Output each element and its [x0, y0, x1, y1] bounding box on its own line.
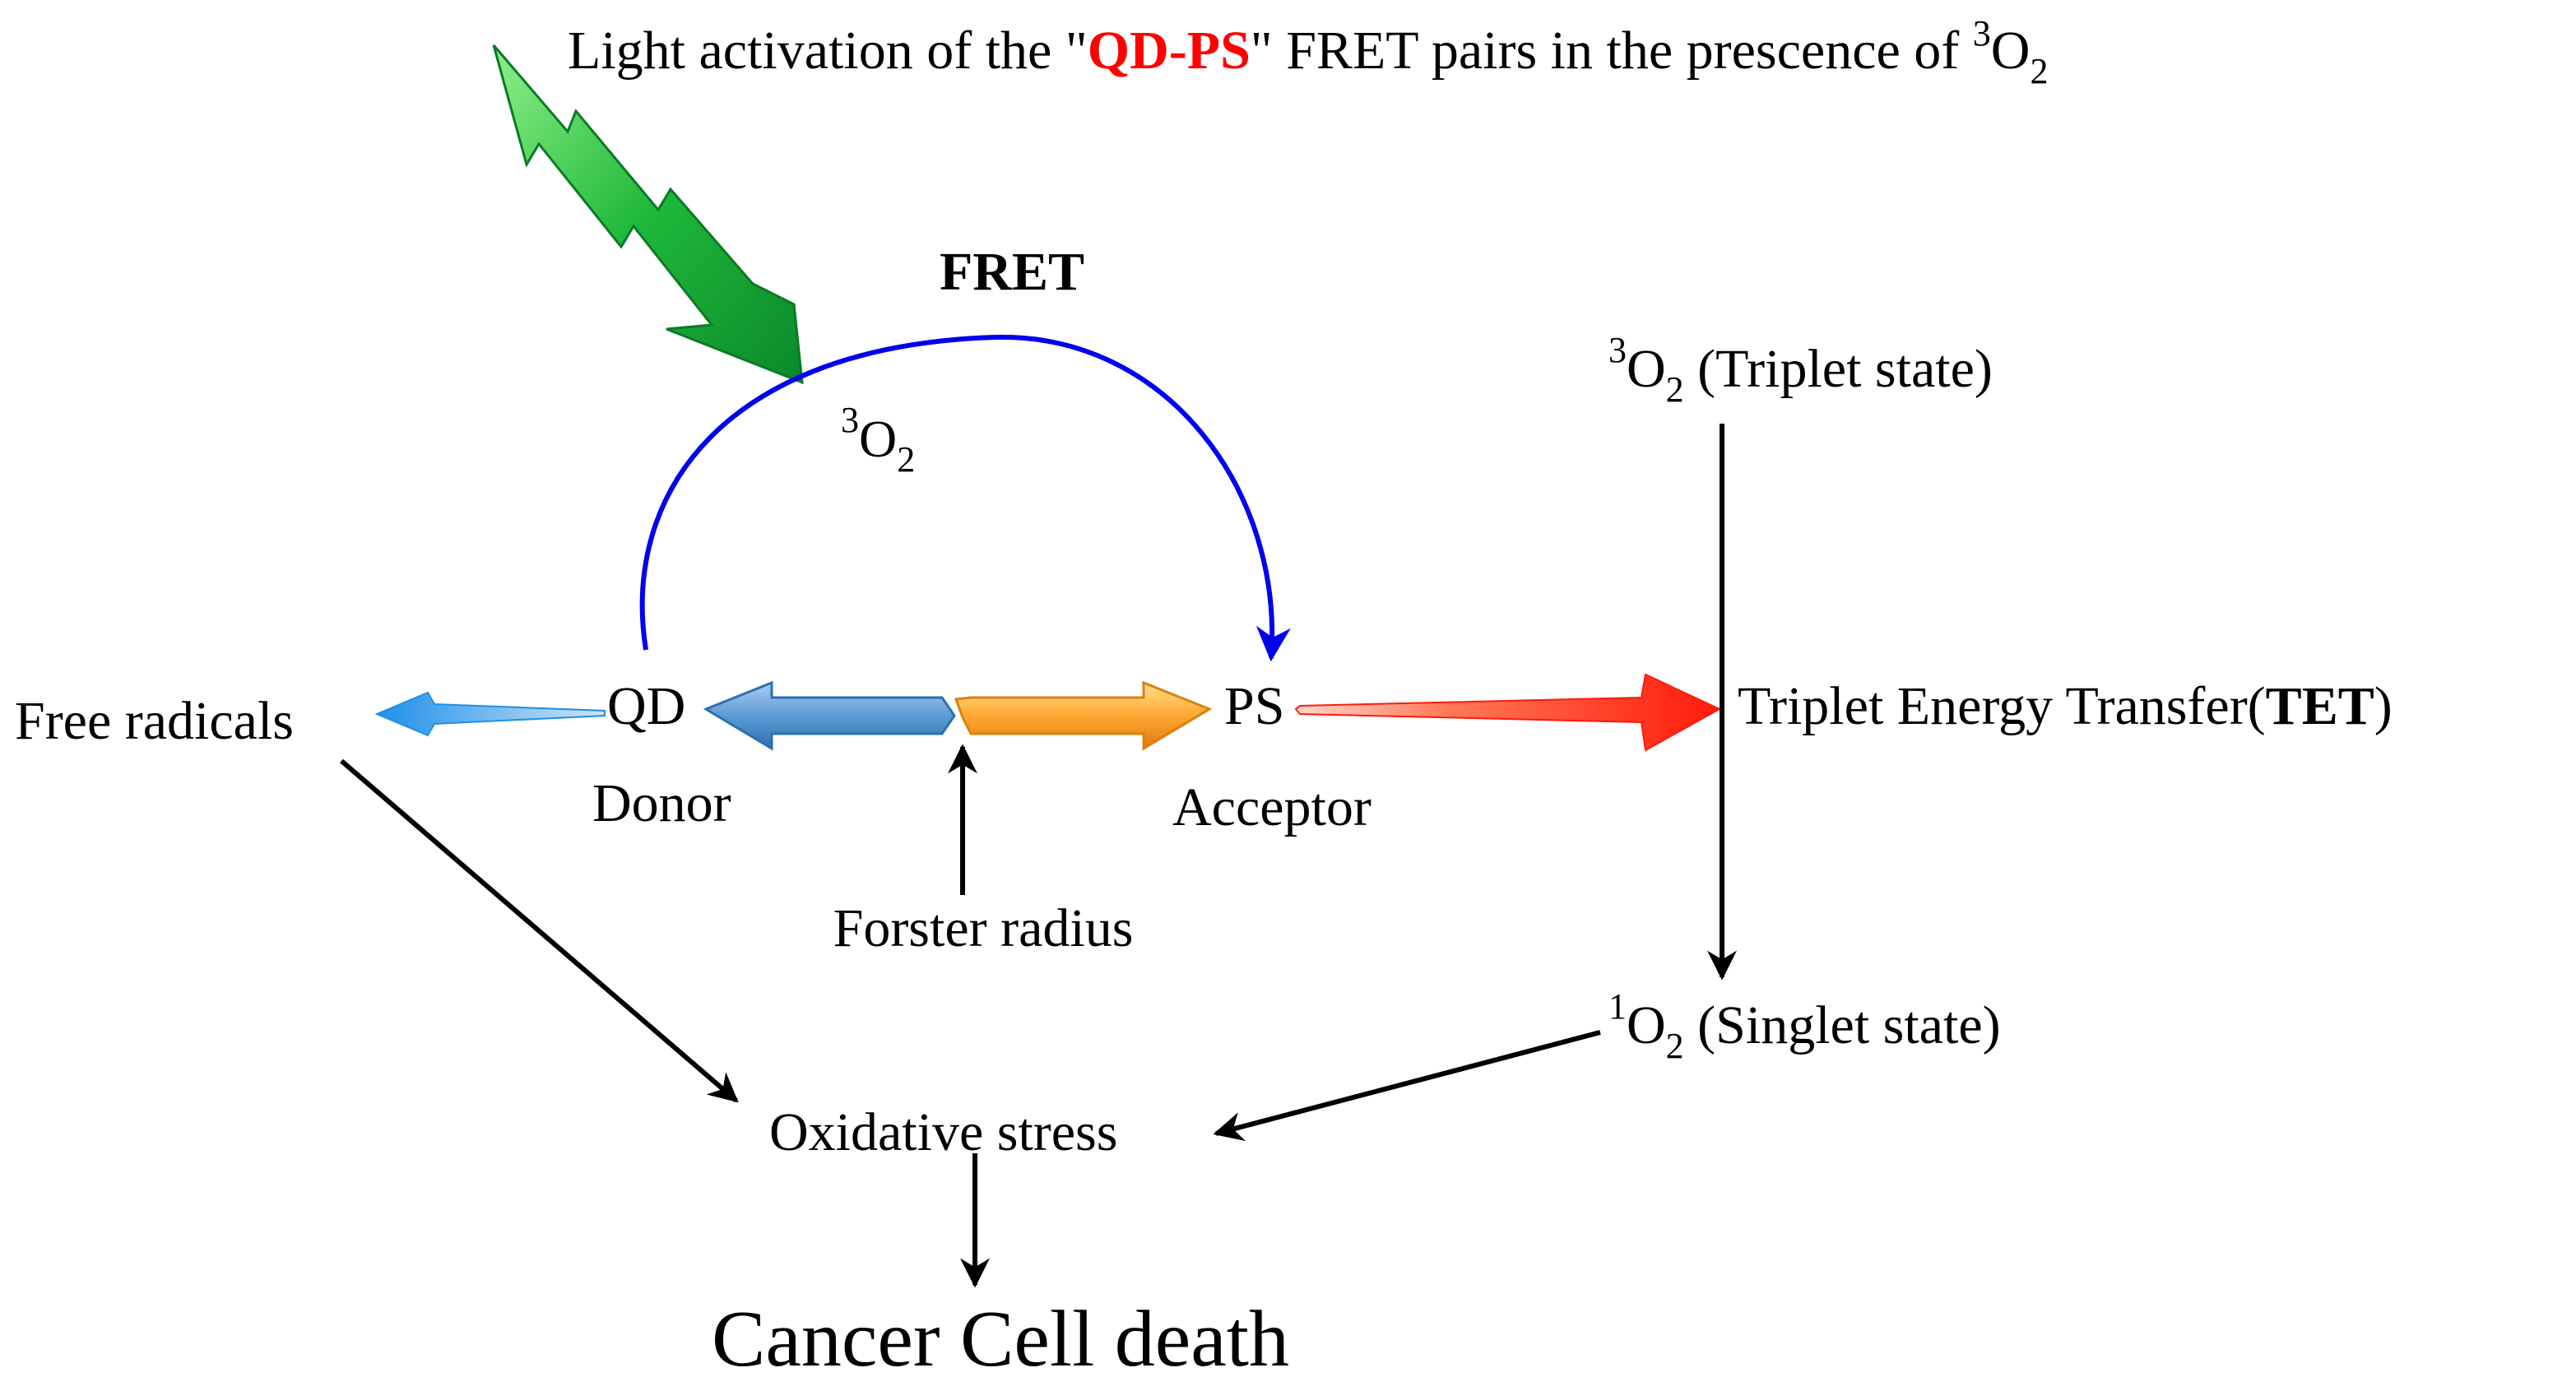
free-radicals-label: Free radicals: [15, 691, 294, 751]
diagram-title: Light activation of the "QD-PS" FRET pai…: [568, 13, 2048, 91]
triplet-oxygen-label: 3O2 (Triplet state): [1608, 330, 1993, 410]
light-lightning-icon: [492, 44, 804, 385]
fret-transfer-arc: [639, 334, 1291, 662]
cancer-cell-death-label: Cancer Cell death: [712, 1295, 1289, 1384]
forster-radius-label: Forster radius: [833, 898, 1134, 958]
donor-label: Donor: [592, 773, 731, 833]
tet-arrow: [1294, 673, 1722, 752]
oxygen-center-label: 3O2: [841, 400, 915, 480]
qd-label: QD: [607, 676, 685, 736]
free-radicals-arrow: [374, 691, 606, 737]
singlet-to-stress-arrow: [1213, 1030, 1601, 1142]
tet-label: Triplet Energy Transfer(TET): [1738, 676, 2393, 736]
radicals-to-stress-arrow: [340, 758, 739, 1103]
qd-ps-highlight: QD-PS: [1088, 21, 1251, 81]
fret-label: FRET: [940, 242, 1084, 302]
oxidative-stress-label: Oxidative stress: [769, 1102, 1117, 1162]
ps-label: PS: [1224, 676, 1284, 736]
donor-arrow: [703, 680, 956, 751]
acceptor-label: Acceptor: [1172, 777, 1372, 837]
acceptor-arrow: [954, 680, 1213, 751]
singlet-oxygen-label: 1O2 (Singlet state): [1608, 986, 2001, 1066]
